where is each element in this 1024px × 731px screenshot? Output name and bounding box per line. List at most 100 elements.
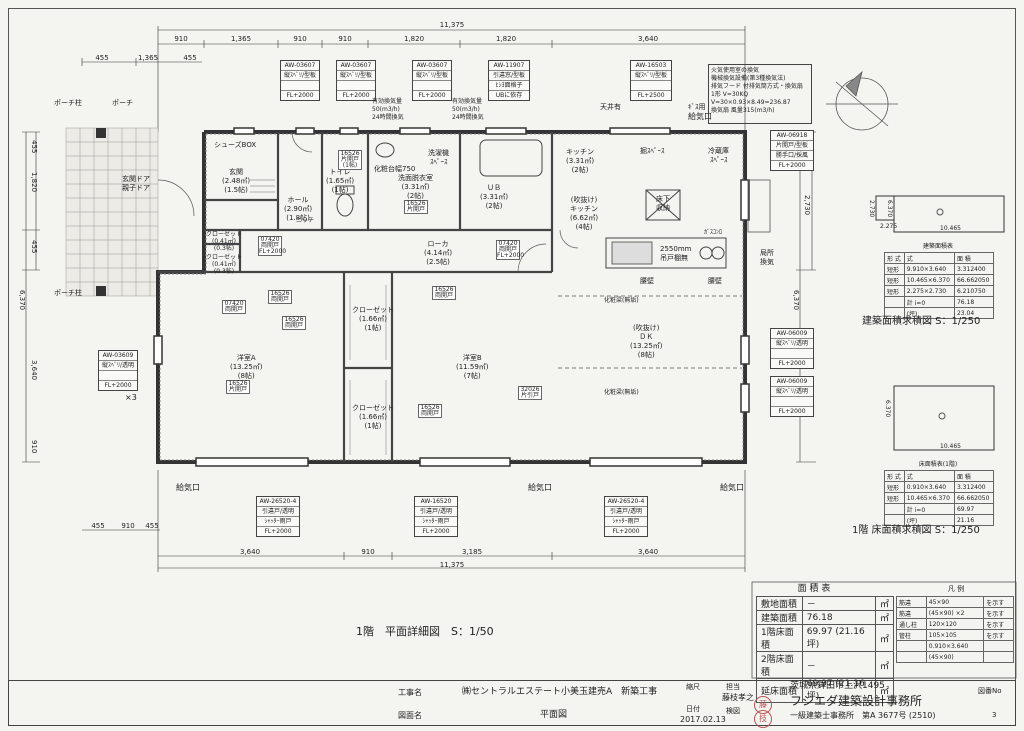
porch-column-label-bottom: ポーチ柱 [54,289,82,297]
dim-left-1: 455 [30,140,38,154]
table-cell: 管柱 [896,629,927,641]
area-calc-2-table-title: 床面積表(1階) [918,461,958,468]
table-row: (坪)23.04 [884,307,995,319]
room-kitchen-upper: キッチン(3.31㎡)(2帖) [566,148,595,174]
area-calc-2-dim-2: 6.370 [884,400,891,418]
dim-left-4: 3,640 [30,360,38,381]
table-cell [896,651,927,663]
table-cell: 105×105 [925,629,985,641]
table-cell: 短形 [884,274,905,286]
underfloor-label: 床下 [656,195,670,203]
hood-width-label: 2550mm [660,245,692,253]
table-cell: 0.910×3.640 [925,640,985,652]
table-cell: を示す [983,607,1014,619]
pit-space-label: 掘ｽﾍﾟｰｽ [640,147,665,155]
fridge-space-label: ｽﾍﾟｰｽ [710,156,728,164]
title-block-zumen-label: 図面名 [398,711,422,720]
table-cell: 66.662050 [953,274,995,286]
table-cell: 6.210750 [953,285,995,297]
room-closet-small-2: クローゼット(0.41㎡)(0.3帖) [206,254,243,275]
table-cell: ㎡ [874,596,895,611]
dim-right-1: 2,730 [803,195,811,216]
table-cell: 45×90 [925,596,985,608]
table-cell: 式 [903,252,955,264]
waist-wall-label-2: 腰壁 [708,277,722,285]
room-genkan: 玄関(2.48㎡)(1.5帖) [222,168,251,194]
table-cell: を示す [983,629,1014,641]
table-cell: 0.910×3.640 [903,481,955,493]
dim-bottom-4: 3,640 [239,548,261,556]
shoes-box-label: シューズBOX [214,141,257,149]
title-block-license: 一級建築士事務所 第A 3677号 (2510) [790,711,936,720]
title-block [8,680,1016,726]
legend-title: 凡 例 [947,585,965,593]
dim-top-5: 1,820 [403,35,425,43]
table-cell: 10.465×6.370 [903,274,955,286]
room-senmen: 洗面脱衣室(3.31㎡)(2帖) [398,174,433,200]
table-cell: 計 i=0 [903,503,955,515]
room-kitchen: (吹抜け)キッチン(6.62㎡)(4帖) [570,196,599,231]
table-cell: 短形 [884,481,905,493]
vent-left-label: 給気口 [176,483,200,492]
table-cell: 2.275×2.730 [903,285,955,297]
stamp-gi: 技 [754,710,772,728]
table-cell: 面 積 [953,252,995,264]
table-cell: 通し柱 [896,618,927,630]
dim-bottom-3: 455 [145,522,159,530]
table-cell: 短形 [884,285,905,297]
dim-left-2: 1,820 [30,172,38,193]
table-cell: 69.97 [953,503,995,515]
area-calc-1-dim-3: 6.370 [886,200,893,218]
area-calc-2-dim-1: 10.465 [940,443,961,450]
room-ub: ＵＢ(3.31㎡)(2帖) [480,184,509,210]
table-cell: ㎡ [874,651,895,679]
table-row: (坪)21.16 [884,514,995,526]
vent-gas-label: ｷﾞｽ用 [688,103,706,111]
table-cell: ㎡ [874,610,895,625]
niche-label: ニッチ [296,217,315,224]
table-cell: 短形 [884,492,905,504]
table-cell: － [801,651,876,679]
dim-top-total: 11,375 [439,21,465,29]
window-count-label: ×3 [125,393,137,402]
dim-left-3: 6,370 [18,290,26,311]
table-cell: 76.18 [801,610,876,625]
table-cell: 敷地面積 [756,596,803,611]
table-cell: 21.16 [953,514,995,526]
title-block-koji-label: 工事名 [398,688,422,697]
beam-label-2: 化粧梁(無垢) [604,389,639,396]
table-cell [884,514,905,526]
area-table-title: 面 積 表 [797,584,831,594]
dim-bottom-2: 910 [121,522,135,530]
room-dk: (吹抜け)ＤＫ(13.25㎡)(8帖) [630,324,663,359]
table-cell: ㎡ [874,624,895,652]
title-block-tanto-label: 担当 [726,683,740,691]
dim-top-4: 910 [338,35,352,43]
table-cell: 式 [903,470,955,482]
title-block-sheet-no: 3 [992,711,997,719]
